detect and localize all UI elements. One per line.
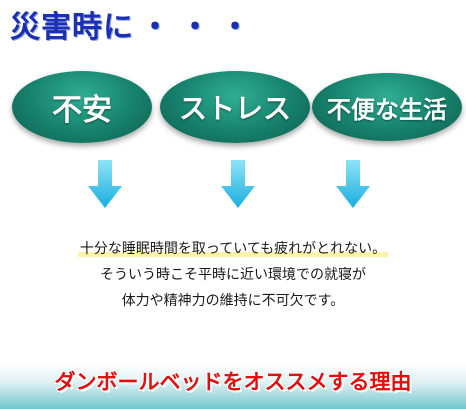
page-title-text: 災害時に: [10, 10, 134, 45]
bubble-anxiety: 不安: [12, 71, 152, 143]
bubble-anxiety-label: 不安: [52, 93, 112, 128]
banner-background: [0, 364, 466, 409]
bubble-inconvenient-life-label: 不便な生活: [327, 95, 447, 124]
description-text: 十分な睡眠時間を取っていても疲れがとれない。 そういう時こそ平時に近い環境での就…: [0, 236, 466, 314]
description-line-1: 十分な睡眠時間を取っていても疲れがとれない。: [77, 241, 389, 257]
bubble-stress-label: ストレス: [178, 92, 291, 125]
arrow-down-icon: [336, 160, 370, 208]
description-line-3: 体力や精神力の維持に不可欠です。: [121, 293, 345, 309]
arrow-down-icon: [221, 160, 255, 208]
page-title: 災害時に・・・: [10, 2, 260, 46]
banner-title: ダンボールベッドをオススメする理由: [54, 370, 412, 394]
description-line-2: そういう時こそ平時に近い環境での就寝が: [100, 267, 366, 283]
bubble-stress: ストレス: [160, 71, 310, 143]
bubble-inconvenient-life: 不便な生活: [312, 73, 462, 141]
arrow-down-icon: [88, 160, 122, 208]
page-title-dots: ・・・: [140, 10, 260, 45]
